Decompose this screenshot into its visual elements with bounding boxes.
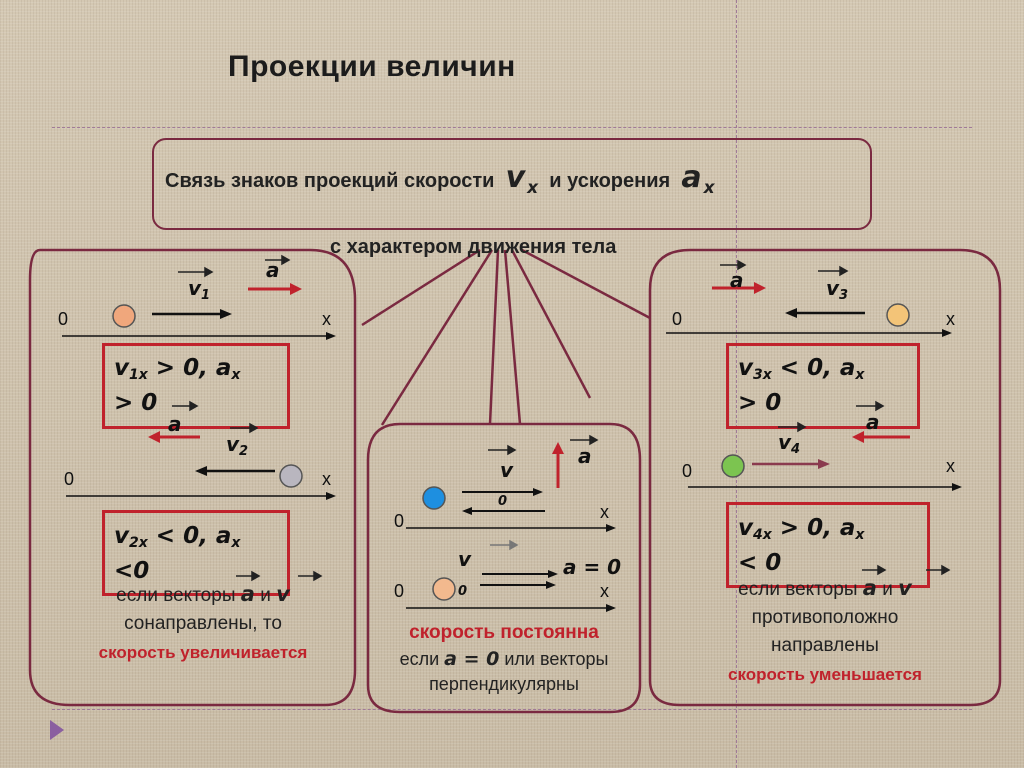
guide-line-bottom xyxy=(52,709,972,710)
middle-case1-v-sub: 0 xyxy=(498,494,508,509)
right-case3-axis-zero: 0 xyxy=(672,309,683,329)
right-case4-formula-box xyxy=(726,502,930,588)
middle-case2-axis-zero: 0 xyxy=(394,581,405,601)
left-case1-formula-box xyxy=(102,343,290,429)
left-caption: если векторы a и v сонаправлены, то скор… xyxy=(98,582,308,662)
middle-frame xyxy=(366,422,642,714)
right-case3-formula: v3x < 0, ax > 0 xyxy=(738,355,865,416)
left-case1-ball xyxy=(112,304,136,328)
right-case4-axis-zero: 0 xyxy=(682,461,693,481)
left-case2-axis-zero: 0 xyxy=(64,469,75,489)
right-case3-axis-x: x xyxy=(946,309,955,329)
right-case4-v-label: v4 xyxy=(778,430,801,457)
left-case2-a-label: a xyxy=(168,412,182,436)
guide-line-top xyxy=(52,127,972,128)
right-case4-ball xyxy=(721,454,745,478)
left-case1-axis-x: x xyxy=(322,309,331,329)
middle-case1-ball xyxy=(422,486,446,510)
left-frame xyxy=(28,248,357,707)
right-case3-formula-box xyxy=(726,343,920,429)
right-caption: если векторы a и v противоположно направ… xyxy=(728,576,922,684)
middle-case1-v-label: v xyxy=(500,458,514,482)
right-case3-a-label: a xyxy=(730,268,744,292)
right-case4-axis-x: x xyxy=(946,456,955,476)
left-case2-formula-box xyxy=(102,510,290,596)
middle-case2-ball xyxy=(432,577,456,601)
middle-case1-axis-zero: 0 xyxy=(394,511,405,531)
middle-caption: скорость постоянна если a = 0 или вектор… xyxy=(399,622,609,694)
middle-case1-axis-x: x xyxy=(600,502,609,522)
subheader: с характером движения тела xyxy=(330,236,617,258)
middle-case1-a-label: a xyxy=(578,444,592,468)
right-frame xyxy=(648,248,1002,707)
left-case2-axis-x: x xyxy=(322,469,331,489)
left-case2-v-label: v2 xyxy=(226,432,249,459)
page-title: Проекции величин xyxy=(228,50,516,83)
left-case1-formula: v1x > 0, ax > 0 xyxy=(114,355,241,416)
middle-case2-a-eq: a = 0 xyxy=(563,555,622,579)
right-case3-v-label: v3 xyxy=(826,276,849,303)
header-text-middle: и ускорения xyxy=(549,170,671,192)
header-box xyxy=(152,138,872,230)
left-case2-ball xyxy=(279,464,303,488)
header-text-before: Связь знаков проекций скорости xyxy=(165,170,495,192)
left-case1-axis-zero: 0 xyxy=(58,309,69,329)
right-case3-ball xyxy=(886,303,910,327)
slide-nav-arrow-icon[interactable] xyxy=(50,720,64,740)
left-case2-formula: v2x < 0, ax <0 xyxy=(114,523,241,584)
middle-case2-v-label: v xyxy=(458,547,472,571)
middle-case2-axis-x: x xyxy=(600,581,609,601)
guide-line-vertical xyxy=(736,0,737,768)
left-case1-a-label: a xyxy=(266,258,280,282)
left-case1-v-label: v1 xyxy=(188,276,211,303)
right-case4-formula: v4x > 0, ax < 0 xyxy=(738,515,865,576)
middle-case2-v-sub: 0 xyxy=(458,584,468,599)
right-case4-a-label: a xyxy=(866,410,880,434)
